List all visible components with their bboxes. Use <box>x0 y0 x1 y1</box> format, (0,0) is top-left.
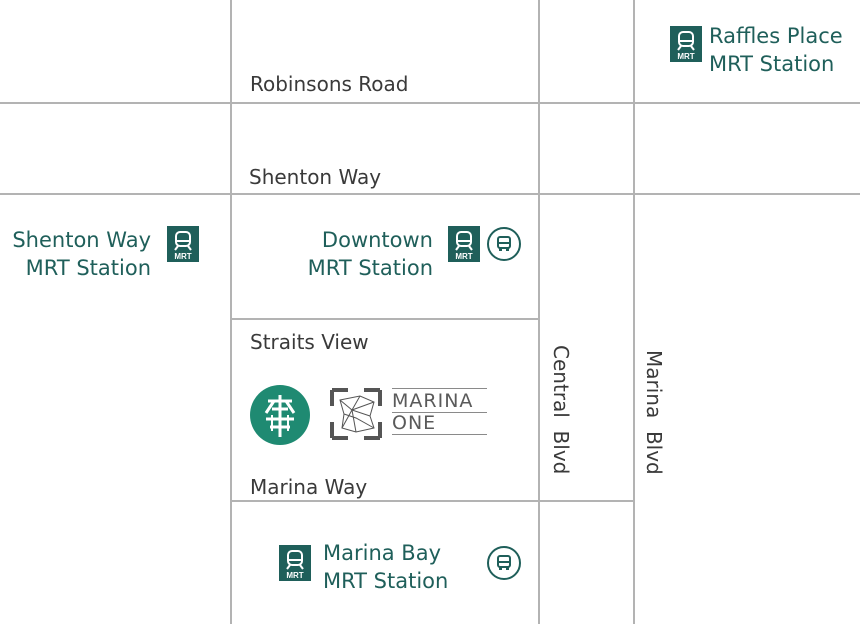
station-type: MRT Station <box>709 52 835 76</box>
station-name: Raffles Place <box>709 24 843 48</box>
road-line-central-blvd <box>538 0 540 624</box>
svg-text:MRT: MRT <box>677 52 694 61</box>
marina-one-line2: ONE <box>392 412 487 435</box>
mrt-icon-downtown: MRT <box>448 226 480 262</box>
mrt-icon-marina-bay: MRT <box>279 545 311 581</box>
marina-one-wordmark: MARINA ONE <box>392 388 487 435</box>
road-label-robinsons: Robinsons Road <box>250 72 409 96</box>
station-label-marina-bay: Marina Bay MRT Station <box>323 539 448 595</box>
station-type: MRT Station <box>25 256 151 280</box>
road-line-marina-blvd <box>633 0 635 624</box>
mrt-icon-shenton: MRT <box>167 226 199 262</box>
station-type: MRT Station <box>323 569 449 593</box>
building-logo-icon <box>250 385 310 445</box>
marina-one-line1: MARINA <box>392 388 487 412</box>
station-label-raffles: Raffles Place MRT Station <box>709 22 843 78</box>
station-label-downtown: Downtown MRT Station <box>308 226 433 282</box>
road-line-shenton <box>0 193 860 195</box>
road-label-straits-view: Straits View <box>250 330 369 354</box>
road-line-straits-view <box>230 318 540 320</box>
marina-one-logo <box>330 388 382 440</box>
road-line-robinsons <box>0 102 860 104</box>
road-label-shenton: Shenton Way <box>249 165 382 189</box>
mrt-icon-raffles: MRT <box>670 26 702 62</box>
road-label-marina-way: Marina Way <box>250 475 368 499</box>
station-label-shenton: Shenton Way MRT Station <box>12 226 151 282</box>
station-name: Marina Bay <box>323 541 442 565</box>
bus-icon-downtown <box>487 227 521 261</box>
road-label-central-blvd: Central Blvd <box>549 345 573 475</box>
road-line-west <box>230 0 232 624</box>
station-type: MRT Station <box>307 256 433 280</box>
svg-text:MRT: MRT <box>455 252 472 261</box>
station-name: Downtown <box>321 228 433 252</box>
station-name: Shenton Way <box>12 228 151 252</box>
bus-icon-marina-bay <box>487 546 521 580</box>
road-line-marina-way <box>230 500 635 502</box>
road-label-marina-blvd: Marina Blvd <box>642 350 666 475</box>
svg-text:MRT: MRT <box>286 571 303 580</box>
svg-text:MRT: MRT <box>174 252 191 261</box>
